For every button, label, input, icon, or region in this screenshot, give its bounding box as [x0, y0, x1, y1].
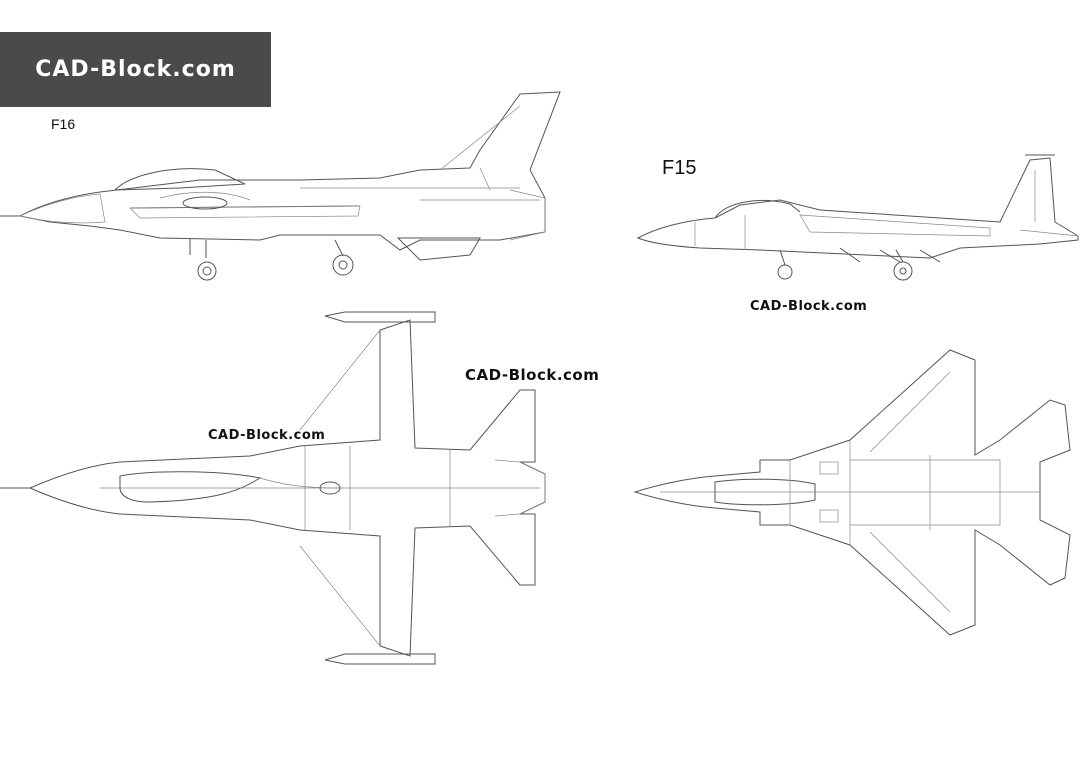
f16-top-view-icon [0, 311, 546, 665]
site-logo: CAD-Block.com [0, 32, 271, 107]
f16-side-view-icon [0, 91, 561, 281]
f16-label: F16 [51, 116, 76, 132]
watermark-top-right: CAD-Block.com [750, 299, 868, 314]
f15-label: F15 [662, 157, 697, 179]
f15-side-view-icon [636, 154, 1079, 281]
watermark-middle: CAD-Block.com [465, 366, 600, 384]
f15-top-view-icon [633, 349, 1071, 636]
watermark-left: CAD-Block.com [208, 428, 326, 443]
